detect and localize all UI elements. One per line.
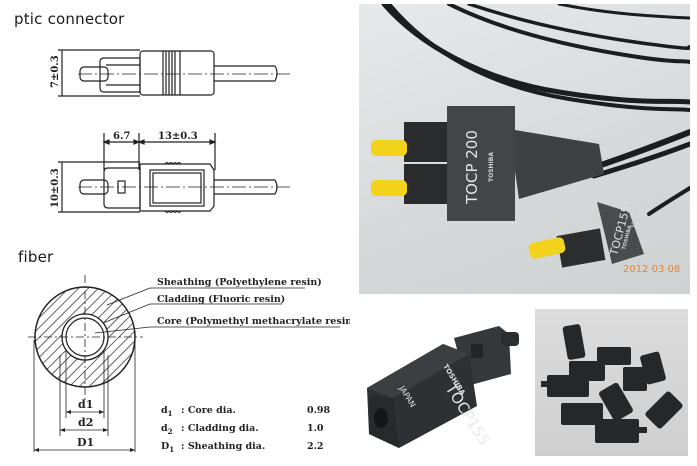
dim-label-D1: D1 — [77, 436, 94, 449]
leader-sheathing — [106, 287, 305, 306]
spec-desc: : Core dia. — [181, 405, 236, 416]
loose-connector — [599, 382, 633, 422]
loose-connector — [547, 375, 589, 397]
connector-drawing: 7±0.3 6.7 13±0.3 10±0.3 — [50, 49, 290, 213]
spec-desc: : Sheathing dia. — [181, 441, 265, 452]
connector-group — [541, 324, 683, 443]
spec-row-sheathing: D1 : Sheathing dia. 2.2 — [161, 441, 324, 454]
photo-date-stamp: 2012 03 08 — [623, 264, 680, 275]
leader-cladding — [102, 303, 282, 324]
closeup-photo: TOCP155 TOSHIBA JAPAN — [359, 306, 529, 456]
duplex-model-label: TOCP 200 — [463, 130, 481, 205]
fiber-section-title: fiber — [18, 248, 54, 266]
yellow-dust-cap — [528, 237, 566, 259]
dim-label-10: 10±0.3 — [50, 168, 61, 208]
svg-text:D1: D1 — [161, 441, 174, 454]
spec-row-core: d1 : Core dia. 0.98 — [161, 405, 331, 418]
cable-photo: TOCP 200 TOSHIBA TOCP155 TOSHIBA JAPAN 2… — [359, 4, 690, 294]
fiber-cross-section: d1 d2 D1 Sheathing (Polyethylene resin) … — [28, 275, 350, 454]
dim-label-13: 13±0.3 — [158, 131, 198, 142]
simplex-connector-tocp155: TOCP155 TOSHIBA JAPAN — [528, 202, 644, 268]
svg-text:JAPAN: JAPAN — [629, 209, 641, 229]
yellow-dust-cap — [371, 140, 407, 156]
dim-label-6-7: 6.7 — [113, 131, 130, 142]
leader-core — [94, 326, 340, 334]
dim-label-d1: d1 — [78, 398, 93, 411]
loose-connector — [597, 347, 631, 365]
optical-port — [374, 408, 388, 428]
spec-value: 2.2 — [307, 441, 324, 452]
spec-desc: : Cladding dia. — [181, 423, 259, 434]
loose-connector — [645, 391, 683, 429]
dim-label-7: 7±0.3 — [50, 55, 61, 88]
connector-side-view — [58, 133, 290, 213]
layer-label-cladding: Cladding (Fluoric resin) — [157, 294, 285, 305]
loose-connector — [561, 403, 603, 425]
loose-connector — [595, 419, 639, 443]
connector-pile — [541, 324, 683, 443]
svg-text:d1: d1 — [161, 405, 173, 418]
loose-connector — [562, 324, 586, 360]
dim-label-d2: d2 — [78, 416, 93, 429]
layer-label-core: Core (Polymethyl methacrylate resin) — [157, 316, 350, 327]
group-photo — [535, 309, 688, 456]
connector-pin — [639, 427, 647, 433]
duplex-connector-tocp200: TOCP 200 TOSHIBA — [371, 106, 604, 221]
svg-text:TOSHIBA: TOSHIBA — [488, 152, 495, 182]
connector-section-title: ptic connector — [14, 10, 125, 28]
spec-row-cladding: d2 : Cladding dia. 1.0 — [161, 423, 324, 436]
yellow-dust-cap — [371, 180, 407, 196]
layer-label-sheathing: Sheathing (Polyethylene resin) — [157, 277, 322, 288]
spec-value: 0.98 — [307, 405, 331, 416]
spec-table: d1 : Core dia. 0.98 d2 : Cladding dia. 1… — [161, 405, 331, 454]
svg-text:d2: d2 — [161, 423, 173, 436]
connector-top-view — [58, 49, 290, 97]
connector-pin — [541, 381, 549, 387]
spec-value: 1.0 — [307, 423, 324, 434]
loose-connector — [623, 367, 647, 391]
tocp155-connector-closeup: TOCP155 TOSHIBA JAPAN — [367, 326, 519, 449]
